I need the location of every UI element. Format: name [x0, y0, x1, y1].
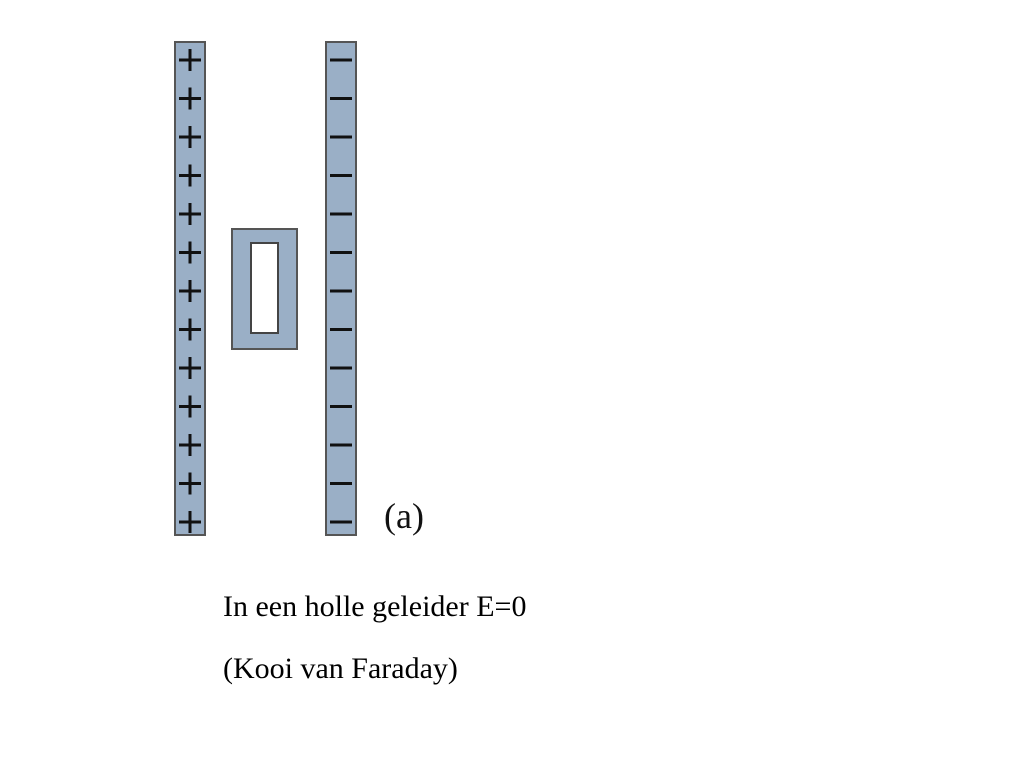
plus-sign	[179, 87, 201, 110]
plus-sign	[179, 472, 201, 495]
plus-sign	[179, 511, 201, 533]
hollow-conductor-cavity	[250, 242, 279, 334]
negative-plate	[325, 41, 357, 536]
plus-sign	[179, 280, 201, 302]
plus-sign	[179, 318, 201, 341]
caption-line-2: (Kooi van Faraday)	[223, 652, 458, 685]
plus-sign	[179, 241, 201, 264]
plus-sign	[179, 49, 201, 71]
faraday-cage-diagram: (a)	[174, 41, 424, 536]
caption-line-1: In een holle geleider E=0	[223, 590, 527, 623]
plus-sign	[179, 203, 201, 225]
plus-sign	[179, 395, 201, 418]
plus-sign	[179, 126, 201, 148]
positive-plate-group	[174, 41, 206, 536]
plus-sign	[179, 434, 201, 456]
hollow-conductor	[231, 228, 298, 350]
negative-plate-group	[325, 41, 357, 536]
panel-label: (a)	[384, 496, 424, 536]
plus-sign	[179, 164, 201, 187]
plus-sign	[179, 357, 201, 379]
